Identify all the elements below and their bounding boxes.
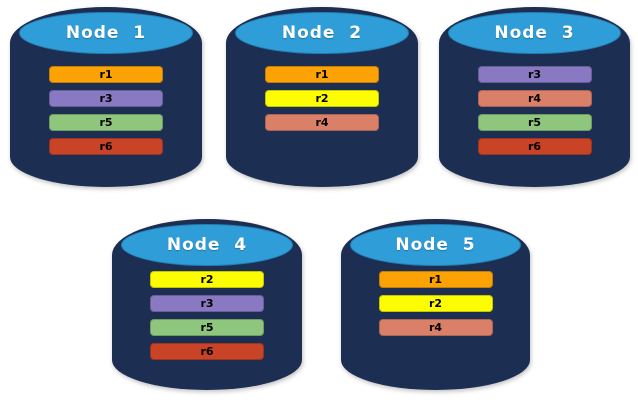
replica-bar-r2: r2 (265, 90, 379, 107)
node-cylinder-top: Node 2 (235, 12, 409, 54)
replica-label: r6 (99, 140, 113, 153)
replica-label: r1 (428, 273, 443, 286)
replica-label: r2 (428, 297, 443, 310)
replica-label: r4 (527, 92, 542, 105)
node-cylinder-top: Node 5 (350, 224, 521, 266)
database-node-4: Node 4 r2 r3 r5 r6 (112, 219, 302, 390)
node-title: Node 5 (395, 235, 476, 255)
replica-bar-r4: r4 (378, 319, 493, 336)
replica-bar-r5: r5 (477, 114, 592, 131)
replica-list: r1 r3 r5 r6 (10, 66, 202, 155)
database-node-2: Node 2 r1 r2 r4 (226, 7, 418, 187)
node-title: Node 2 (281, 23, 363, 43)
database-node-3: Node 3 r3 r4 r5 r6 (439, 7, 630, 187)
replica-bar-r1: r1 (378, 271, 493, 288)
replica-list: r2 r3 r5 r6 (112, 271, 302, 360)
replica-bar-r3: r3 (477, 66, 592, 83)
replica-label: r5 (99, 116, 113, 129)
replica-bar-r6: r6 (49, 138, 163, 155)
replica-list: r3 r4 r5 r6 (439, 66, 630, 155)
replica-bar-r6: r6 (477, 138, 592, 155)
replica-bar-r2: r2 (150, 271, 264, 288)
replica-bar-r2: r2 (378, 295, 493, 312)
node-title: Node 4 (166, 235, 248, 255)
replica-label: r4 (428, 321, 443, 334)
replica-label: r2 (200, 273, 214, 286)
database-node-1: Node 1 r1 r3 r5 r6 (10, 7, 202, 187)
replica-label: r1 (315, 68, 329, 81)
replica-label: r4 (315, 116, 329, 129)
replica-bar-r4: r4 (477, 90, 592, 107)
replica-bar-r1: r1 (265, 66, 379, 83)
replica-label: r6 (527, 140, 542, 153)
replica-bar-r4: r4 (265, 114, 379, 131)
replica-bar-r3: r3 (150, 295, 264, 312)
replica-label: r3 (99, 92, 113, 105)
replica-label: r3 (200, 297, 214, 310)
replica-label: r6 (200, 345, 214, 358)
node-title: Node 1 (65, 23, 147, 43)
replica-bar-r1: r1 (49, 66, 163, 83)
node-cylinder-top: Node 1 (19, 12, 193, 54)
replica-list: r1 r2 r4 (226, 66, 418, 131)
replica-list: r1 r2 r4 (341, 271, 530, 336)
node-cylinder-top: Node 3 (448, 12, 621, 54)
database-node-5: Node 5 r1 r2 r4 (341, 219, 530, 390)
replica-label: r3 (527, 68, 542, 81)
replica-bar-r6: r6 (150, 343, 264, 360)
replica-bar-r3: r3 (49, 90, 163, 107)
replica-bar-r5: r5 (49, 114, 163, 131)
replica-label: r2 (315, 92, 329, 105)
node-cylinder-top: Node 4 (121, 224, 293, 266)
replica-label: r1 (99, 68, 113, 81)
replica-label: r5 (200, 321, 214, 334)
replica-label: r5 (527, 116, 542, 129)
replica-bar-r5: r5 (150, 319, 264, 336)
node-title: Node 3 (494, 23, 575, 43)
